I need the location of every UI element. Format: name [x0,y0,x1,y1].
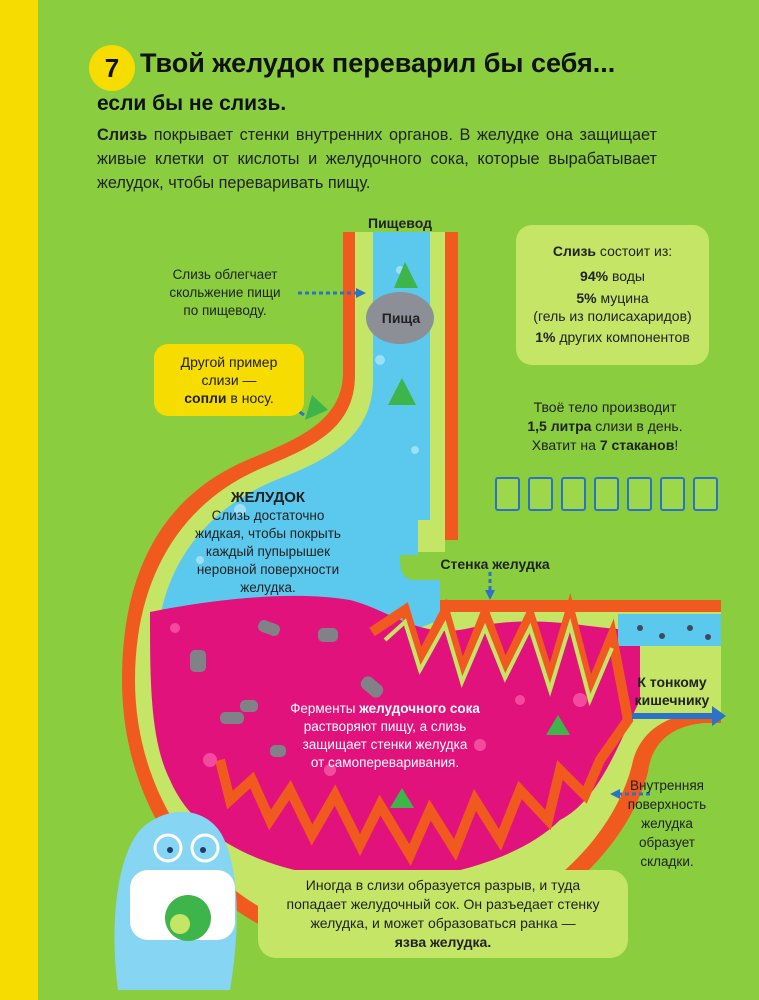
stomach-note-line: каждый пупырышек [205,544,331,559]
food-label: Пища [381,310,421,326]
composition-box: Слизь состоит из: 94% воды 5% муцина (ге… [516,225,709,365]
ulcer-line: желудка, и может образоваться ранка — [310,915,576,931]
intestine-label: К тонкому кишечнику [622,673,722,709]
mucus-glasses [495,477,718,511]
production-line1: Твоё тело производит [533,399,677,415]
production-exclaim: ! [674,437,679,453]
page-subtitle: если бы не слизь. [97,92,287,115]
other-pct: 1% [535,329,556,345]
production-line3: Хватит на [531,437,600,453]
other-text: других компонентов [555,329,690,345]
esophagus-note: Слизь облегчает скольжение пищи по пищев… [152,266,298,320]
stomach-note-line: желудка. [240,580,296,595]
stomach-note-line: Слизь достаточно [211,508,325,523]
stomach-air [158,232,440,640]
intestine-line: кишечнику [634,692,710,708]
folds-line: образует [639,835,695,850]
esophagus-note-line: по пищеводу. [183,303,267,318]
enzymes-line: растворяют пищу, а слизь [303,719,467,734]
stomach-note-line: жидкая, чтобы покрыть [195,526,341,541]
folds-line: поверхность [627,797,707,812]
mucus-mascot [114,811,237,990]
production-amount: 1,5 литра [527,418,592,434]
stomach-note-line: неровной поверхности [196,562,340,577]
snot-bold: сопли [184,390,227,406]
esophagus-label: Пищевод [368,215,432,231]
production-text: Твоё тело производит 1,5 литра слизи в д… [490,398,720,455]
ulcer-box: Иногда в слизи образуется разрыв, и туда… [258,870,628,958]
page-title: Твой желудок переварил бы себя... [140,48,616,78]
enzymes-note: Ферменты желудочного сока растворяют пищ… [270,700,500,772]
page-edge-strip [0,0,38,1000]
enzymes-line: защищает стенки желудка [302,737,468,752]
intro-bold: Слизь [97,126,148,144]
snot-line1: Другой пример [180,354,278,370]
section-number: 7 [89,45,135,91]
intestine-lumen [618,614,721,646]
mucin-note: (гель из полисахаридов) [533,308,692,324]
stomach-note: ЖЕЛУДОК Слизь достаточно жидкая, чтобы п… [178,489,358,597]
food-bolus [366,292,434,344]
water-pct: 94% [580,268,609,284]
water-text: воды [608,268,645,284]
enzymes-bold: желудочного сока [359,701,480,716]
esophagus-note-line: скольжение пищи [169,285,281,300]
wall-label: Стенка желудка [440,556,550,572]
enzymes-line: от самопереваривания. [310,755,460,770]
ulcer-text: Иногда в слизи образуется разрыв, и туда… [258,876,628,952]
air-bubbles [196,266,419,564]
intestine-line: К тонкому [637,674,707,690]
bubbles [170,623,587,776]
food-particles [190,620,384,757]
ulcer-line: попадает желудочный сок. Он разъедает ст… [286,896,600,912]
ulcer-line: Иногда в слизи образуется разрыв, и туда [305,877,581,893]
intestine-arrow [632,706,726,726]
mucin-pct: 5% [576,290,597,306]
snot-callout: Другой пример слизи — сопли в носу. [154,344,304,416]
germ-characters [305,262,570,808]
ulcer-bold: язва желудка. [394,934,492,950]
intestine-dots [637,625,711,640]
esophagus-note-line: Слизь облегчает [172,267,278,282]
stomach-title: ЖЕЛУДОК [230,489,306,506]
production-line2: слизи в день. [591,418,683,434]
composition-title-rest: состоит из: [596,243,673,259]
folds-note: Внутренняя поверхность желудка образует … [612,776,722,871]
folds-line: Внутренняя [630,778,704,793]
intro-paragraph: Слизь покрывает стенки внутренних органо… [97,123,657,195]
folds-line: желудка [641,816,693,831]
folds-line: складки. [640,854,694,869]
production-glasses: 7 стаканов [599,437,675,453]
intro-text: покрывает стенки внутренних органов. В ж… [97,126,657,192]
composition-text: Слизь состоит из: 94% воды 5% муцина (ге… [516,239,709,350]
snot-text: Другой пример слизи — сопли в носу. [154,353,304,407]
enzymes-pre: Ферменты [290,701,360,716]
mucin-text: муцина [596,290,649,306]
stomach-folds [215,593,634,866]
snot-rest: в носу. [226,390,274,406]
composition-title-bold: Слизь [552,243,597,259]
snot-line2: слизи — [201,372,257,388]
